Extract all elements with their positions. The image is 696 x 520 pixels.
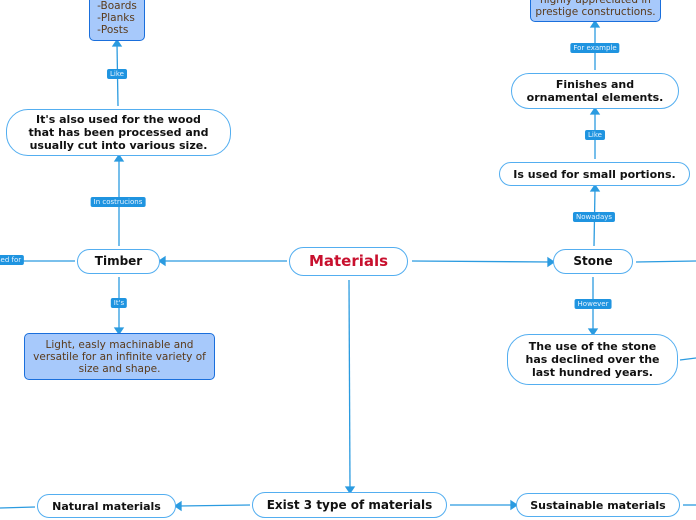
stone-declined-node[interactable]: The use of the stone has declined over t… xyxy=(507,334,678,385)
stone-node[interactable]: Stone xyxy=(553,249,633,274)
sustainable-materials-node[interactable]: Sustainable materials xyxy=(516,493,680,517)
link-label-nowadays: Nowadays xyxy=(572,212,616,222)
materials-central-node[interactable]: Materials xyxy=(289,247,408,276)
exist-3-types-node[interactable]: Exist 3 type of materials xyxy=(252,492,447,518)
finishes-node[interactable]: Finishes and ornamental elements. xyxy=(511,73,679,109)
link-label-its: It's xyxy=(110,298,128,308)
link-label-like-2: Like xyxy=(585,130,605,140)
timber-node[interactable]: Timber xyxy=(77,249,160,274)
small-portions-node[interactable]: Is used for small portions. xyxy=(499,162,690,186)
natural-materials-node[interactable]: Natural materials xyxy=(37,494,176,518)
lumber-examples-node[interactable]: -Boards -Planks -Posts xyxy=(89,0,145,41)
processed-wood-node[interactable]: It's also used for the wood that has bee… xyxy=(6,109,231,156)
link-label-in-costrucions: In costrucions xyxy=(90,197,146,207)
prestige-node[interactable]: highly appreciated in prestige construct… xyxy=(530,0,661,22)
link-label-however: However xyxy=(574,299,612,309)
timber-description-node[interactable]: Light, easly machinable and versatile fo… xyxy=(24,333,215,380)
link-label-used-for: sed for xyxy=(0,255,25,265)
link-label-for-example: For example xyxy=(570,43,620,53)
link-label-like: Like xyxy=(107,69,127,79)
